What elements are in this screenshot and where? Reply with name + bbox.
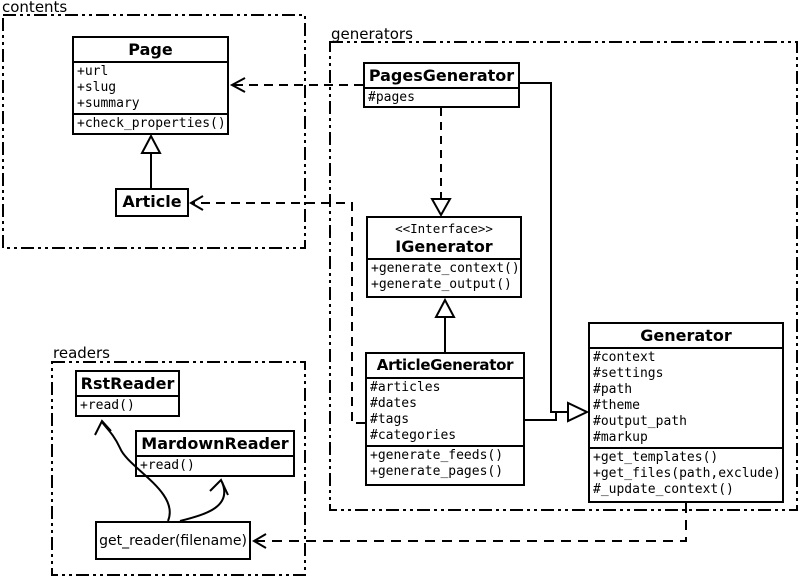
igenerator-title-text: IGenerator	[395, 237, 493, 256]
member-line: #categories	[370, 428, 457, 443]
hollow-triangle-icon	[567, 401, 590, 423]
class-title-generator: Generator	[640, 326, 732, 345]
get-reader-label: get_reader(filename)	[99, 532, 247, 549]
generator-attributes: #context#settings#path#theme#output_path…	[590, 347, 782, 447]
article-generator-attributes: #articles#dates#tags#categories	[367, 377, 523, 445]
edge-articlegenerator-generator	[525, 411, 557, 421]
class-box-article: Article	[115, 188, 189, 217]
pages-generator-attributes: #pages	[365, 87, 518, 106]
member-line: +url	[77, 64, 109, 79]
igenerator-methods: +generate_context()+generate_output()	[368, 258, 520, 294]
member-line: +read()	[80, 398, 135, 413]
class-title-article: Article	[122, 192, 182, 211]
member-line: +generate_context()	[371, 261, 520, 276]
class-box-rst-reader: RstReader +read()	[75, 370, 180, 417]
hollow-triangle-icon	[140, 133, 162, 154]
class-title-igenerator: <<Interface>> IGenerator	[368, 218, 520, 258]
member-line: +check_properties()	[77, 116, 226, 131]
rst-reader-methods: +read()	[77, 395, 178, 415]
member-line: +generate_output()	[371, 277, 512, 292]
member-line: #markup	[593, 430, 648, 445]
member-line: #output_path	[593, 414, 687, 429]
open-arrowhead-icon	[209, 478, 229, 496]
class-title-pages-generator: PagesGenerator	[368, 66, 515, 85]
member-line: +generate_pages()	[370, 464, 504, 479]
member-line: +read()	[140, 458, 195, 473]
open-arrowhead-icon	[252, 533, 267, 549]
hollow-triangle-icon	[430, 198, 452, 218]
edge-generator-getreader	[256, 503, 687, 542]
member-line: #path	[593, 382, 633, 397]
class-box-pages-generator: PagesGenerator #pages	[363, 62, 520, 108]
edge-articlegenerator-article	[193, 202, 365, 424]
class-box-igenerator: <<Interface>> IGenerator +generate_conte…	[366, 216, 522, 298]
member-line: +get_templates()	[593, 450, 719, 465]
class-title-rst-reader: RstReader	[80, 374, 175, 393]
generators-package-label: generators	[331, 25, 413, 43]
article-generator-methods: +generate_feeds()+generate_pages()	[367, 445, 523, 481]
member-line: #context	[593, 350, 656, 365]
igenerator-stereotype: <<Interface>>	[395, 221, 493, 236]
member-line: #dates	[370, 396, 417, 411]
member-line: +get_files(path,exclude)	[593, 466, 781, 481]
open-arrowhead-icon	[94, 419, 112, 436]
class-title-article-generator: ArticleGenerator	[376, 356, 514, 374]
class-box-mardown-reader: MardownReader +read()	[135, 430, 295, 477]
edge-getreader-mardownreader	[179, 481, 226, 522]
class-box-page: Page +url+slug+summary +check_properties…	[72, 36, 229, 135]
class-box-generator: Generator #context#settings#path#theme#o…	[588, 322, 784, 503]
class-title-page: Page	[128, 40, 173, 59]
member-line: #tags	[370, 412, 410, 427]
page-attributes: +url+slug+summary	[74, 61, 227, 113]
page-methods: +check_properties()	[74, 113, 227, 133]
hollow-triangle-icon	[434, 297, 456, 318]
open-arrowhead-icon	[229, 77, 246, 93]
member-line: +slug	[77, 80, 117, 95]
member-line: #theme	[593, 398, 640, 413]
open-arrowhead-icon	[189, 195, 204, 211]
mardown-reader-methods: +read()	[137, 455, 293, 475]
readers-package-label: readers	[53, 344, 110, 362]
member-line: +generate_feeds()	[370, 448, 504, 463]
member-line: #settings	[593, 366, 664, 381]
class-title-mardown-reader: MardownReader	[141, 434, 289, 453]
function-box-get-reader: get_reader(filename)	[95, 521, 251, 560]
class-box-article-generator: ArticleGenerator #articles#dates#tags#ca…	[365, 352, 525, 486]
member-line: #pages	[368, 90, 415, 105]
contents-package-label: contents	[2, 0, 68, 16]
member-line: #_update_context()	[593, 482, 734, 497]
member-line: +summary	[77, 96, 140, 111]
generator-methods: +get_templates()+get_files(path,exclude)…	[590, 447, 782, 499]
edge-pagesgenerator-generator	[520, 82, 568, 413]
member-line: #articles	[370, 380, 441, 395]
